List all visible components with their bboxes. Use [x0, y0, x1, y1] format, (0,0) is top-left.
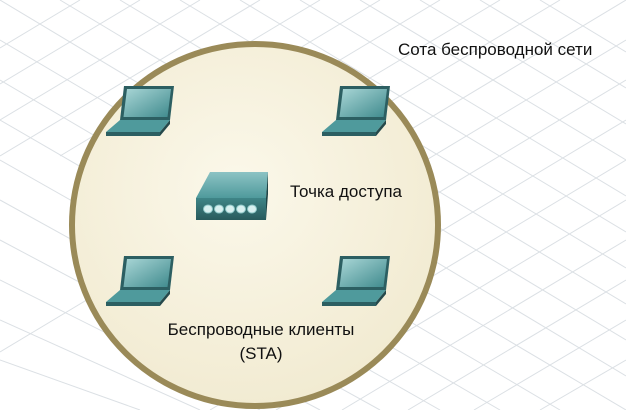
access-point-icon [196, 172, 268, 220]
wireless-cell-label: Сота беспроводной сети [398, 40, 593, 59]
wireless-clients-label-line2: (STA) [239, 344, 283, 363]
wireless-clients-label-line1: Беспроводные клиенты [167, 320, 355, 339]
wireless-clients-label: Беспроводные клиенты (STA) [154, 318, 368, 366]
access-point-label: Точка доступа [290, 182, 402, 201]
